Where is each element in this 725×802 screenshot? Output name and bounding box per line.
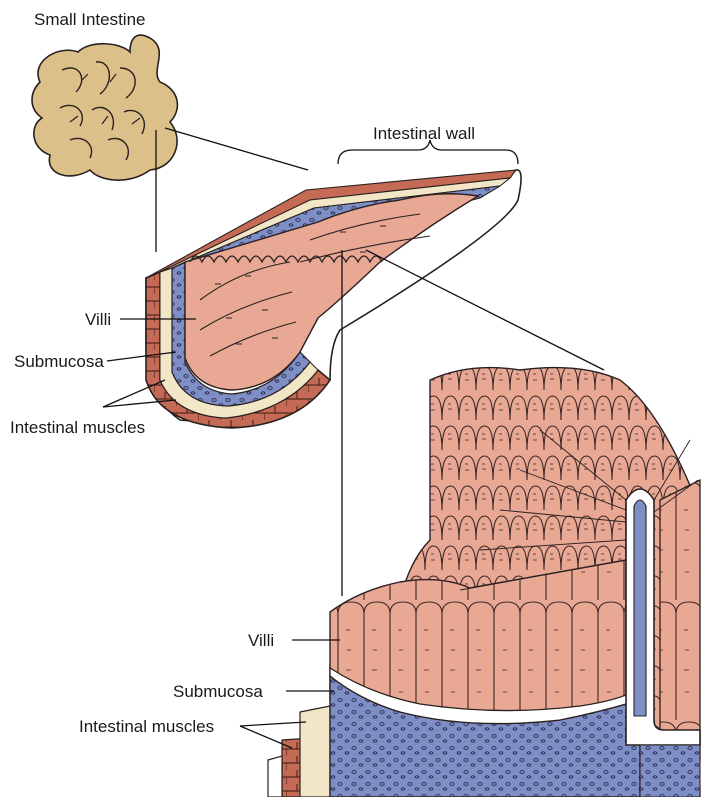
- pointer-muscles-bottom-b: [239, 725, 293, 749]
- small-intestine-illustration: [31, 34, 179, 181]
- label-muscles-bottom: Intestinal muscles: [79, 717, 214, 736]
- label-villi-top: Villi: [85, 310, 111, 329]
- pointer-submucosa-top: [106, 351, 177, 362]
- magnified-villi-block: [267, 366, 701, 798]
- leader-tube-right: [365, 249, 605, 371]
- pointer-muscles-top-b: [102, 399, 177, 408]
- cross-section-tube: [145, 169, 522, 429]
- label-submucosa-top: Submucosa: [14, 352, 104, 371]
- label-small-intestine: Small Intestine: [34, 10, 146, 29]
- leader-intestine-right: [164, 127, 309, 171]
- pointer-muscles-top-a: [102, 379, 166, 408]
- pointer-muscles-bottom-a: [239, 721, 307, 727]
- label-muscles-top: Intestinal muscles: [10, 418, 145, 437]
- label-submucosa-bottom: Submucosa: [173, 682, 263, 701]
- label-villi-bottom: Villi: [248, 631, 274, 650]
- intestinal-wall-brace: [337, 139, 519, 165]
- label-intestinal-wall: Intestinal wall: [373, 124, 475, 143]
